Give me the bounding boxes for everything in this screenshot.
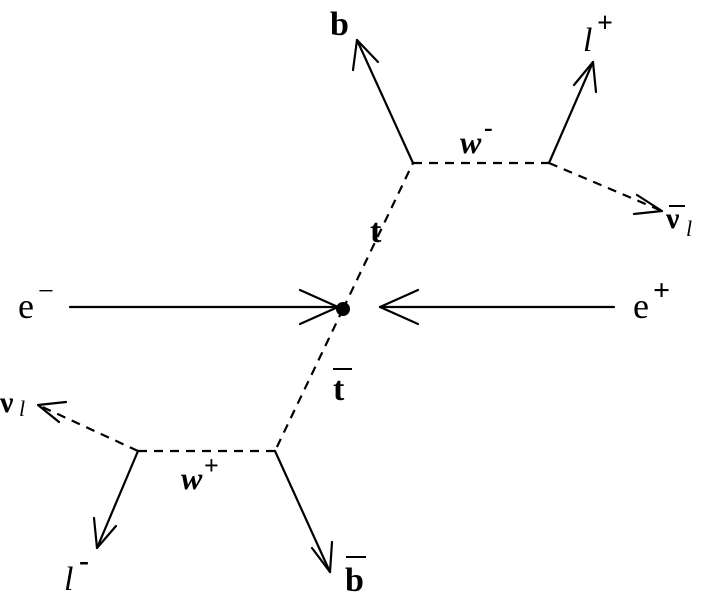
lepton-plus-letter: l (583, 22, 592, 59)
w-plus-superscript: + (204, 451, 219, 480)
antineutrino-letter: ν (665, 202, 680, 235)
neutrino-subscript: l (19, 396, 25, 421)
w-plus-label: w + (181, 451, 219, 496)
top-quark-line (342, 162, 414, 310)
neutrino-arrowhead (36, 400, 68, 424)
positron-arrowhead (378, 288, 420, 326)
bbar-quark-line (273, 449, 332, 574)
antineutrino-line (548, 161, 663, 213)
antineutrino-subscript: l (686, 216, 692, 241)
b-quark-arrowhead (351, 38, 380, 72)
antitop-letter: t (333, 371, 345, 408)
electron-label: e − (18, 276, 54, 326)
w-minus-label: w - (460, 113, 493, 160)
b-quark-line (355, 38, 415, 165)
positron-superscript: + (653, 274, 670, 307)
positron-letter: e (633, 286, 649, 326)
antitop-quark-label: t (333, 368, 352, 408)
bbar-quark-label: b (345, 556, 366, 599)
lepton-minus-letter: l (64, 561, 73, 598)
top-quark-label: t (370, 213, 382, 250)
lepton-plus-line (547, 60, 595, 165)
w-minus-superscript: - (484, 113, 493, 142)
bbar-quark-arrowhead (310, 540, 334, 574)
lepton-minus-superscript: - (79, 544, 89, 577)
neutrino-label: ν l (0, 386, 25, 421)
antineutrino-arrowhead (632, 193, 664, 216)
w-plus-letter: w (181, 460, 203, 496)
neutrino-line (37, 404, 139, 452)
positron-label: e + (633, 274, 670, 326)
lepton-plus-arrowhead (572, 60, 598, 94)
lepton-minus-arrowhead (92, 516, 118, 550)
electron-letter: e (18, 286, 34, 326)
neutrino-letter: ν (0, 386, 14, 419)
lepton-plus-superscript: + (597, 8, 613, 39)
w-minus-letter: w (460, 124, 482, 160)
lepton-minus-line (95, 449, 140, 550)
lepton-minus-label: l - (64, 544, 89, 598)
antitop-quark-line (274, 308, 344, 452)
lepton-plus-label: l + (583, 8, 613, 59)
electron-superscript: − (38, 276, 54, 307)
b-quark-label: b (330, 6, 349, 43)
bbar-letter: b (345, 562, 364, 599)
antineutrino-label: ν l (665, 202, 692, 241)
